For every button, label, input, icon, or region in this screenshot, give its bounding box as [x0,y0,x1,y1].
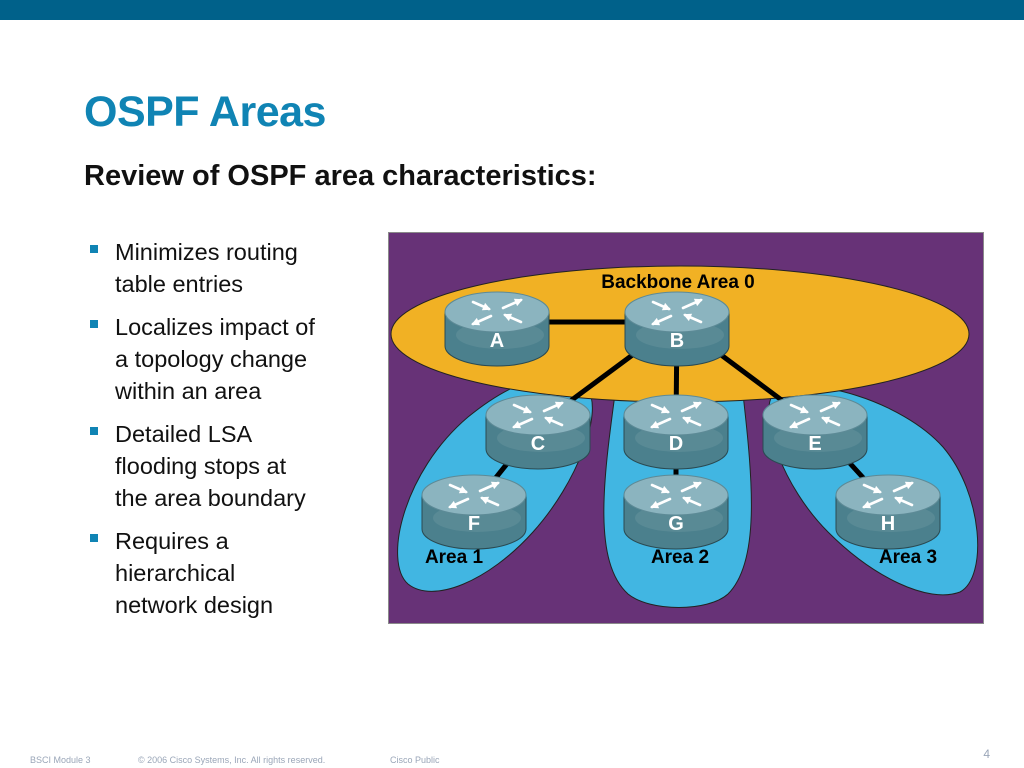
backbone-area-label: Backbone Area 0 [601,272,754,293]
router-arrowhead [660,405,670,414]
router-arrowhead [480,496,490,505]
router-e-icon: E [762,394,868,470]
router-a-label: A [490,330,504,352]
slide-subtitle: Review of OSPF area characteristics: [84,160,597,192]
router-h-label: H [881,513,895,535]
area-1-label: Area 1 [425,547,484,568]
router-f-label: F [468,513,480,535]
router-arrowhead [799,405,809,414]
router-arrowhead [682,496,692,505]
area-label-layer: Backbone Area 0 Area 1 Area 2 Area 3 [425,272,937,568]
router-g-icon: G [623,474,729,550]
bullet-line: table entries [115,271,244,297]
router-arrowhead [481,302,491,311]
bullet-item: Detailed LSA flooding stops at the area … [88,418,373,514]
router-g-label: G [668,513,684,535]
footer-module: BSCI Module 3 [30,755,91,765]
bullet-item: Requires a hierarchical network design [88,525,373,621]
router-d-icon: D [623,394,729,470]
ospf-area-diagram: A B C D E F G H Backbone Area 0 Area 1 Area 2 A… [388,232,984,624]
router-b-icon: B [624,291,730,367]
router-h-icon: H [835,474,941,550]
bullet-line: Localizes impact of [115,314,315,340]
bullet-list: Minimizes routing table entries Localize… [88,236,373,632]
router-a-icon: A [444,291,550,367]
router-arrowhead [862,500,872,509]
router-top [623,474,729,516]
router-arrowhead [831,401,841,410]
router-arrowhead [650,500,660,509]
router-d-label: D [669,433,683,455]
router-arrowhead [661,302,671,311]
router-top [444,291,550,333]
router-top [623,394,729,436]
router-arrowhead [821,416,831,425]
router-arrowhead [692,401,702,410]
bullet-line: Detailed LSA [115,421,253,447]
router-arrowhead [490,481,500,490]
bullet-line: flooding stops at [115,453,287,479]
square-bullet-icon [90,245,98,253]
router-arrowhead [554,401,564,410]
router-arrowhead [522,405,532,414]
diagram-canvas: A B C D E F G H Backbone Area 0 Area 1 Area 2 A… [388,232,984,624]
router-arrowhead [458,485,468,494]
bullet-line: within an area [115,378,262,404]
router-arrowhead [683,313,693,322]
router-top [624,291,730,333]
router-arrowhead [513,298,523,307]
router-c-icon: C [485,394,591,470]
router-arrowhead [448,500,458,509]
router-arrowhead [894,496,904,505]
router-arrowhead [650,420,660,429]
router-arrowhead [693,298,703,307]
area-3-label: Area 3 [879,547,937,568]
square-bullet-icon [90,427,98,435]
router-arrowhead [682,416,692,425]
footer-classification: Cisco Public [390,755,440,765]
router-arrowhead [872,485,882,494]
area-2-label: Area 2 [651,547,709,568]
bullet-line: the area boundary [115,485,306,511]
router-e-label: E [808,433,821,455]
bullet-item: Minimizes routing table entries [88,236,373,300]
square-bullet-icon [90,320,98,328]
router-arrowhead [789,420,799,429]
router-b-label: B [670,330,684,352]
router-layer: A B C D E F G H [421,291,941,550]
router-arrowhead [904,481,914,490]
router-top [421,474,527,516]
router-c-label: C [531,433,545,455]
router-arrowhead [471,317,481,326]
top-banner [0,0,1024,20]
bullet-line: Requires a [115,528,229,554]
router-top [485,394,591,436]
square-bullet-icon [90,534,98,542]
router-top [835,474,941,516]
router-arrowhead [692,481,702,490]
bullet-line: a topology change [115,346,308,372]
bullet-line: Minimizes routing [115,239,298,265]
page-number: 4 [983,747,990,761]
router-f-icon: F [421,474,527,550]
slide-title: OSPF Areas [84,88,326,136]
footer-copyright: © 2006 Cisco Systems, Inc. All rights re… [138,755,326,765]
router-top [762,394,868,436]
router-arrowhead [544,416,554,425]
router-arrowhead [503,313,513,322]
bullet-line: network design [115,592,274,618]
router-arrowhead [660,485,670,494]
bullet-item: Localizes impact of a topology change wi… [88,311,373,407]
router-arrowhead [651,317,661,326]
router-arrowhead [512,420,522,429]
bullet-line: hierarchical [115,560,236,586]
